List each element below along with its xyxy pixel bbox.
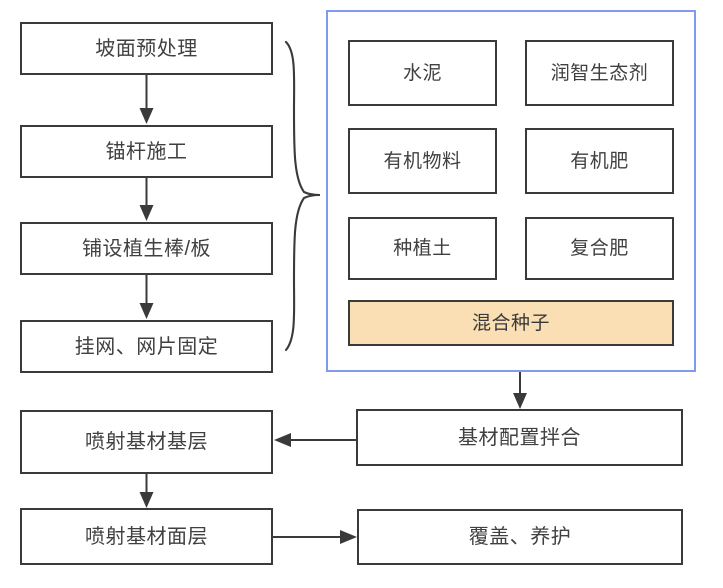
- process-step-hang-net-fix[interactable]: 挂网、网片固定: [20, 320, 273, 373]
- process-step-substrate-mixing[interactable]: 基材配置拌合: [356, 409, 683, 466]
- material-cement[interactable]: 水泥: [348, 40, 497, 106]
- arrow-face-cover: [273, 530, 357, 544]
- arrow-step2-step3: [139, 178, 154, 221]
- material-runzhi-eco-agent[interactable]: 润智生态剂: [525, 40, 674, 106]
- process-step-spray-face-layer[interactable]: 喷射基材面层: [20, 508, 273, 565]
- material-mixed-seed[interactable]: 混合种子: [348, 300, 674, 346]
- material-organic-matter[interactable]: 有机物料: [348, 128, 497, 194]
- arrow-mix-base: [274, 433, 356, 447]
- arrow-step1-step2: [139, 75, 154, 124]
- arrow-group-mix: [513, 372, 527, 409]
- process-step-spray-base-layer[interactable]: 喷射基材基层: [20, 410, 273, 474]
- arrow-step3-step4: [139, 275, 154, 319]
- process-step-lay-vegetation-bar[interactable]: 铺设植生棒/板: [20, 222, 273, 275]
- material-planting-soil[interactable]: 种植土: [348, 217, 497, 280]
- material-organic-fertilizer[interactable]: 有机肥: [525, 128, 674, 194]
- process-step-cover-curing[interactable]: 覆盖、养护: [357, 509, 683, 565]
- material-compound-fertilizer[interactable]: 复合肥: [525, 217, 674, 280]
- process-step-slope-pretreatment[interactable]: 坡面预处理: [20, 22, 273, 75]
- grouping-brace: [284, 40, 321, 352]
- process-step-anchor-construction[interactable]: 锚杆施工: [20, 125, 273, 178]
- arrow-base-face: [139, 474, 154, 508]
